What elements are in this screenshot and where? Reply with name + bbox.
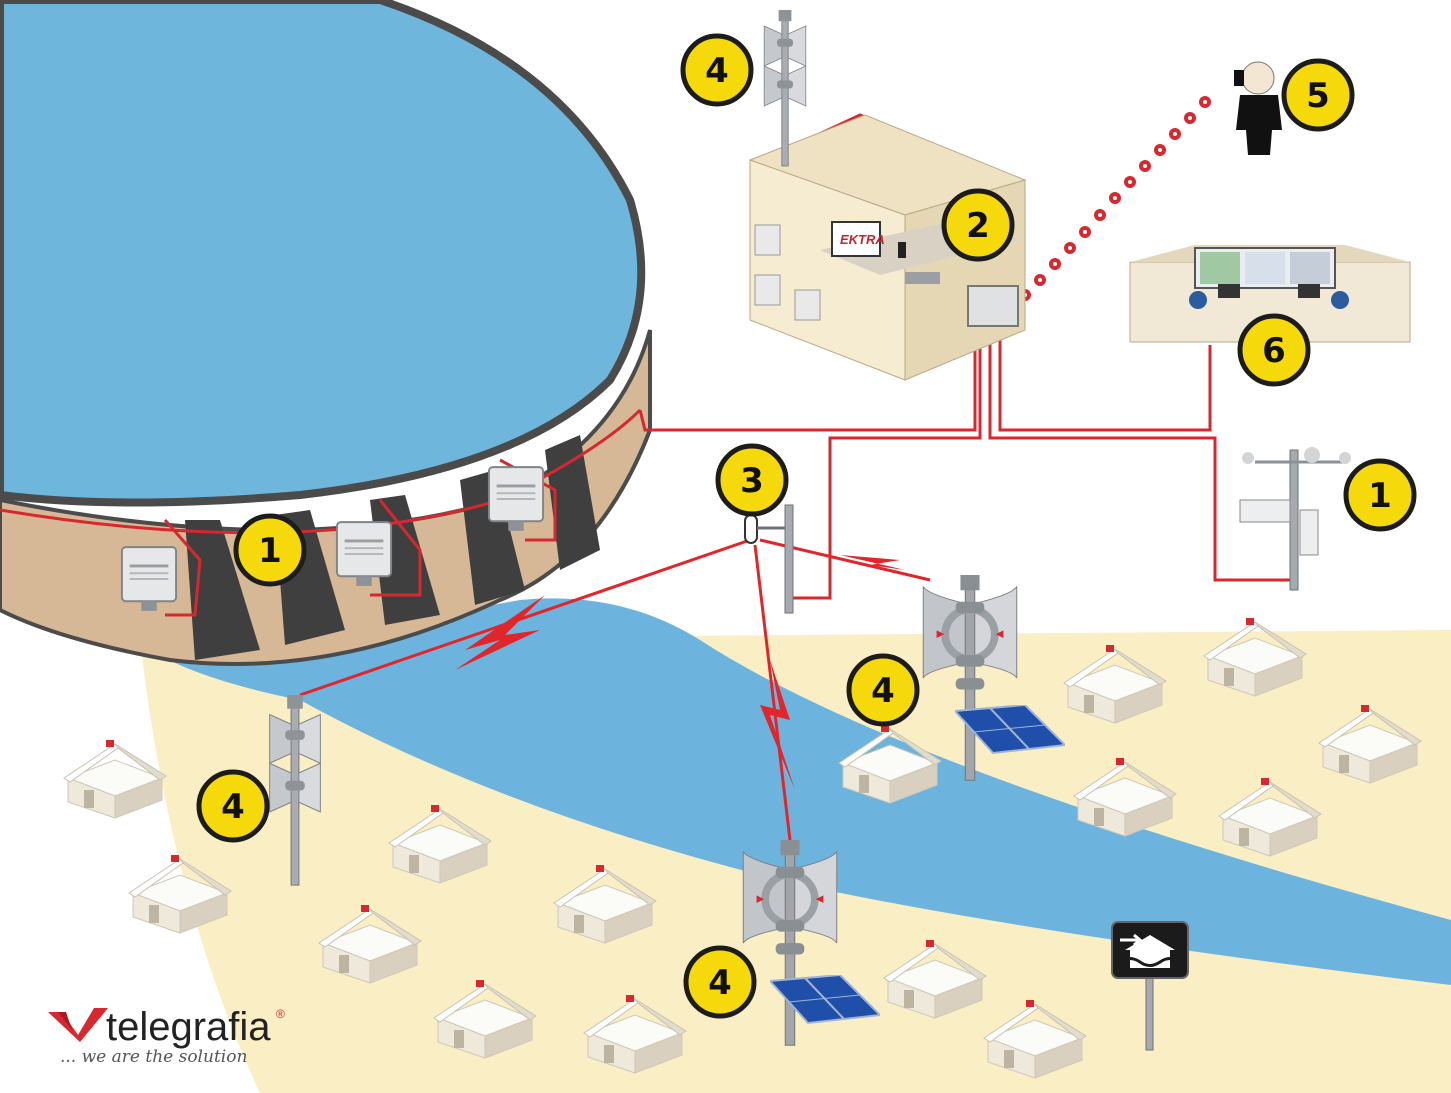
callout-number: 4	[871, 671, 895, 711]
callout-number: 5	[1306, 76, 1330, 116]
callout-siren-village-bottom: 4	[683, 945, 757, 1019]
callout-control-room: 6	[1237, 313, 1311, 387]
callout-number: 1	[1368, 476, 1392, 516]
callout-number: 4	[221, 787, 245, 827]
callout-siren-station: 4	[680, 33, 754, 107]
radio-bolt	[840, 555, 905, 570]
dam-sensor	[487, 466, 545, 532]
callout-number: 1	[258, 531, 282, 571]
callout-number: 4	[708, 963, 732, 1003]
radio-bolt	[455, 595, 545, 670]
dam-buttress	[460, 470, 525, 605]
river	[150, 598, 1451, 985]
telegrafia-mark-icon	[48, 1008, 108, 1042]
callout-number: 2	[966, 206, 990, 246]
mobile-user	[1234, 61, 1282, 155]
callout-relay: 3	[715, 443, 789, 517]
callout-sensor-dam: 1	[233, 513, 307, 587]
dam-sensor	[335, 521, 393, 587]
callout-number: 4	[705, 51, 729, 91]
telegrafia-logo: telegrafia ® ... we are the solution	[48, 1005, 285, 1067]
callout-number: 6	[1262, 331, 1286, 371]
relay-station	[744, 504, 794, 614]
logo-tagline: ... we are the solution	[60, 1047, 247, 1067]
callout-siren-village-left: 4	[196, 769, 270, 843]
house	[63, 740, 167, 819]
weather-station	[1239, 447, 1351, 591]
callout-siren-village-right: 4	[846, 653, 920, 727]
control-room	[1129, 245, 1411, 343]
logo-name: telegrafia	[106, 1005, 271, 1049]
flood-warning-sign	[1111, 921, 1189, 1051]
callout-mobile-user: 5	[1281, 58, 1355, 132]
radio-bolt	[760, 660, 795, 790]
reservoir	[0, 0, 646, 507]
screen-brand: EKTRA	[840, 232, 885, 247]
monitor	[831, 221, 881, 257]
cable-network	[0, 113, 1295, 617]
callout-control-station: 2	[941, 188, 1015, 262]
callout-sensor-weather: 1	[1343, 458, 1417, 532]
dam-buttress	[185, 520, 260, 660]
callout-number: 3	[740, 461, 764, 501]
logo-registered: ®	[276, 1007, 285, 1021]
control-cabinet	[967, 285, 1019, 327]
dam-sensor	[120, 546, 178, 612]
